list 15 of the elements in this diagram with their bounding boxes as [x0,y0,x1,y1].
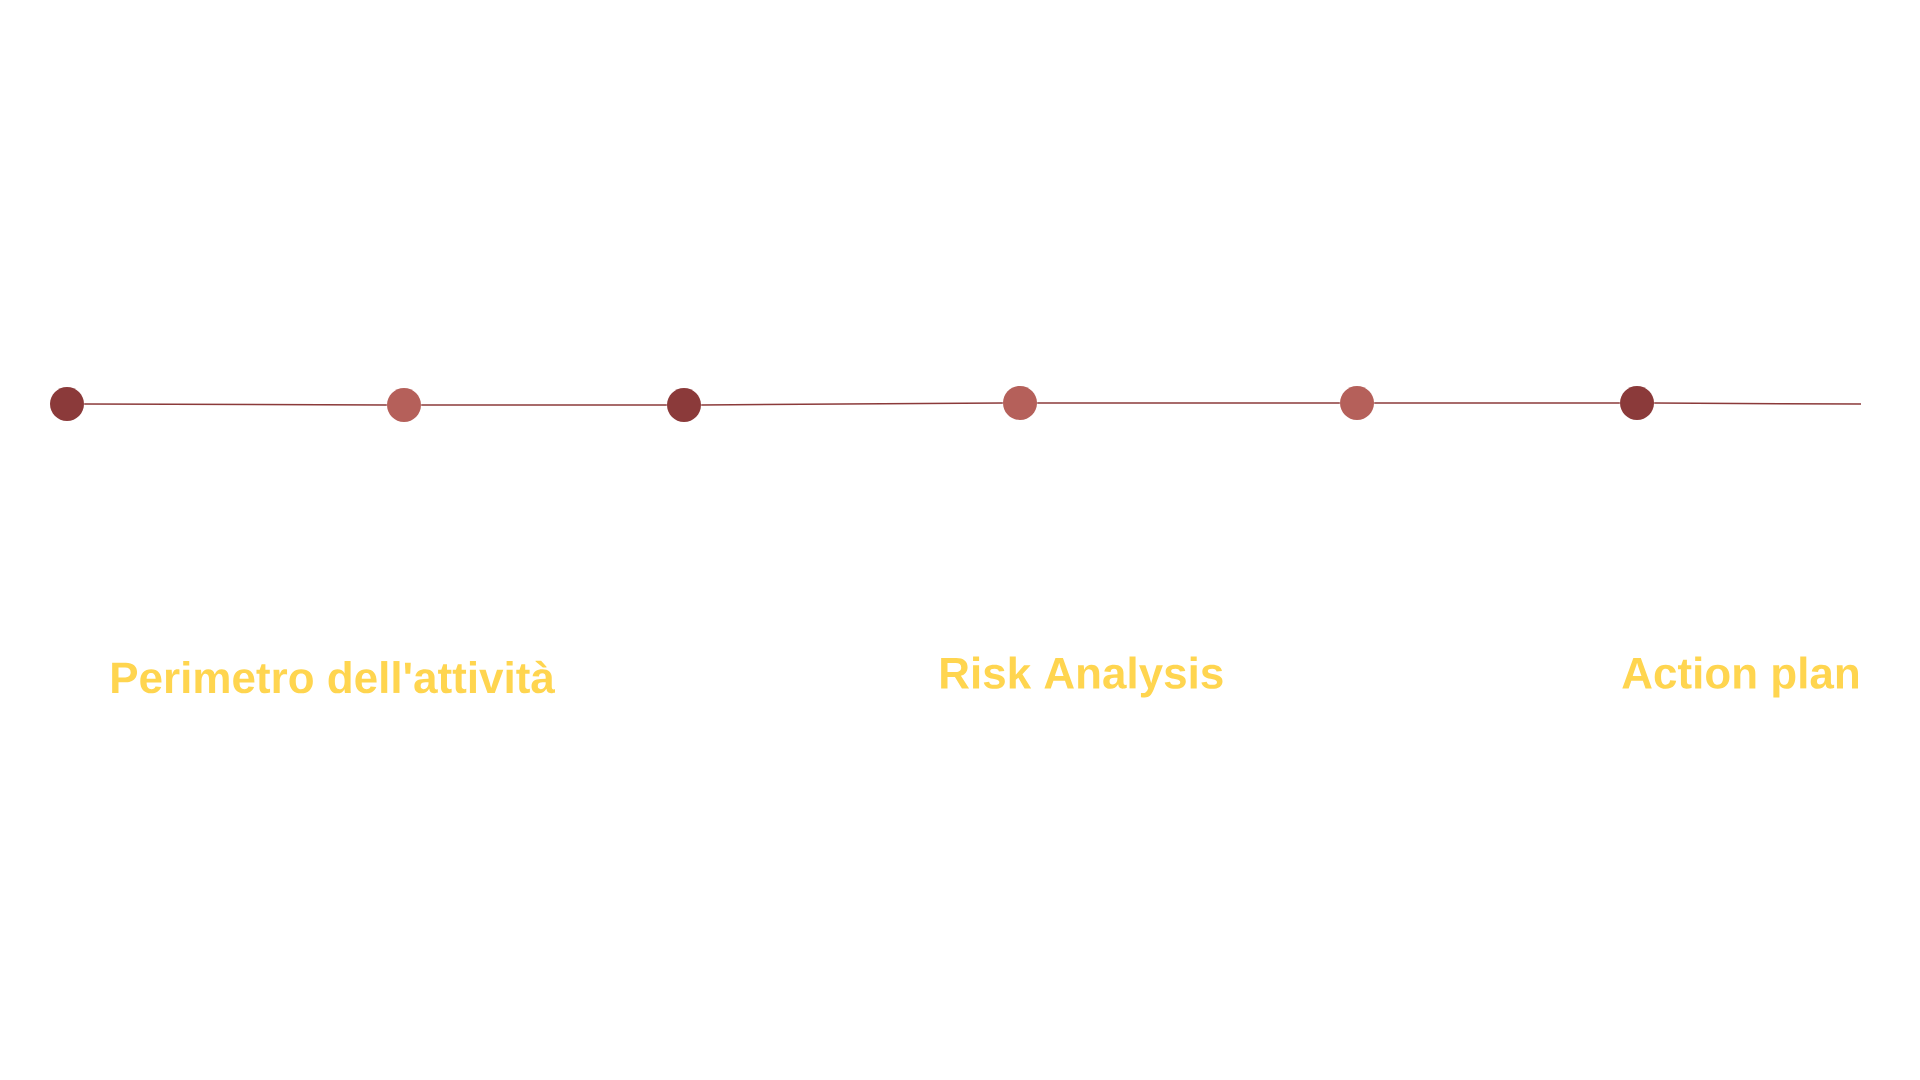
timeline-dot [1003,386,1037,420]
timeline-dot [667,388,701,422]
timeline-line [700,402,1004,406]
timeline-line [1653,402,1862,405]
timeline-dot [387,388,421,422]
step-label: Risk Analysis [941,656,1223,698]
timeline-dot [1340,386,1374,420]
step-label: Perimetro dell'attività [112,660,555,694]
timeline-dot [1620,386,1654,420]
timeline-line [1036,402,1341,404]
timeline-line [83,403,388,406]
timeline-line [1373,402,1621,404]
timeline-line [420,404,668,406]
timeline-dot [50,387,84,421]
step-label: Action plan [1622,656,1858,698]
